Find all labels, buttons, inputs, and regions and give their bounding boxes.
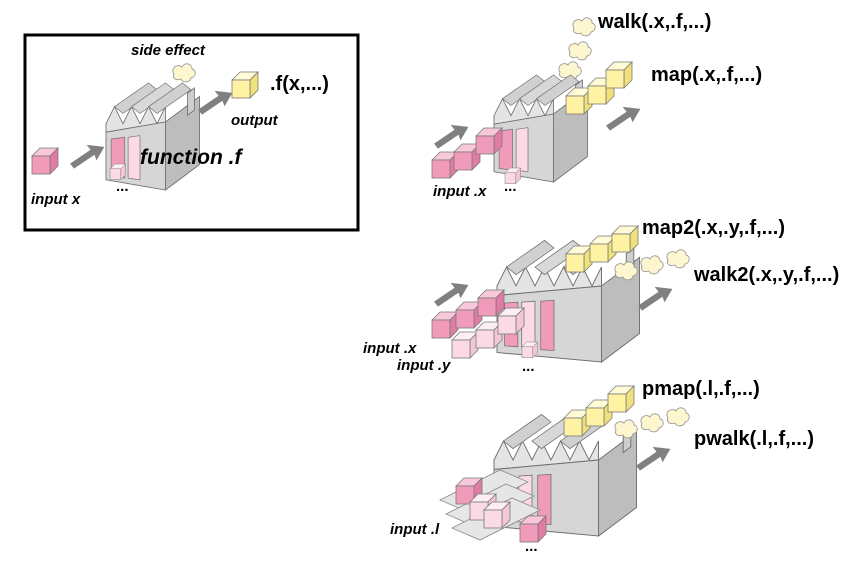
ellipsis: ... xyxy=(116,178,129,195)
walk-label: walk(.x,.f,...) xyxy=(598,11,712,33)
arrow-icon xyxy=(193,85,236,116)
input-cube-icon xyxy=(31,147,59,175)
cube-icon xyxy=(477,289,505,317)
walk2-label: walk2(.x,.y,.f,...) xyxy=(694,264,840,286)
cube-icon xyxy=(521,341,538,358)
single-function-frame xyxy=(23,33,360,232)
arrow-icon xyxy=(601,101,644,132)
smoke-cloud-icon xyxy=(568,41,592,61)
input-x-label: input x xyxy=(31,191,81,208)
cube-icon xyxy=(451,331,479,359)
cube-icon xyxy=(497,307,525,335)
input-l-label: input .l xyxy=(390,521,440,538)
ellipsis: ... xyxy=(525,538,538,555)
smoke-cloud-icon xyxy=(666,407,690,427)
cube-icon xyxy=(565,245,593,273)
side-effect-label: side effect xyxy=(131,42,205,59)
arrow-icon xyxy=(631,441,674,472)
cube-icon xyxy=(475,127,503,155)
ellipsis: ... xyxy=(504,178,517,195)
smoke-cloud-icon xyxy=(172,63,196,83)
cube-icon xyxy=(607,385,635,413)
cube-icon xyxy=(611,225,639,253)
function-label: function .f xyxy=(140,146,242,169)
ellipsis: ... xyxy=(522,358,535,375)
map-label: map(.x,.f,...) xyxy=(651,64,763,86)
pwalk-label: pwalk(.l,.f,...) xyxy=(694,428,815,450)
output-label: output xyxy=(231,112,278,129)
smoke-cloud-icon xyxy=(640,413,664,433)
cube-icon xyxy=(431,311,459,339)
smoke-cloud-icon xyxy=(666,249,690,269)
cube-icon xyxy=(605,61,633,89)
cube-icon xyxy=(483,501,511,529)
pmap-label: pmap(.l,.f,...) xyxy=(642,378,760,400)
input-y-label: input .y xyxy=(397,357,451,374)
smoke-cloud-icon xyxy=(572,17,596,37)
arrow-icon xyxy=(65,139,108,170)
output-cube-icon xyxy=(231,71,259,99)
input-x-label: input .x xyxy=(433,183,487,200)
arrow-icon xyxy=(633,281,676,312)
map2-label: map2(.x,.y,.f,...) xyxy=(642,217,785,239)
input-x-label: input .x xyxy=(363,340,417,357)
smoke-cloud-icon xyxy=(640,255,664,275)
result-label: .f(x,...) xyxy=(270,73,329,95)
